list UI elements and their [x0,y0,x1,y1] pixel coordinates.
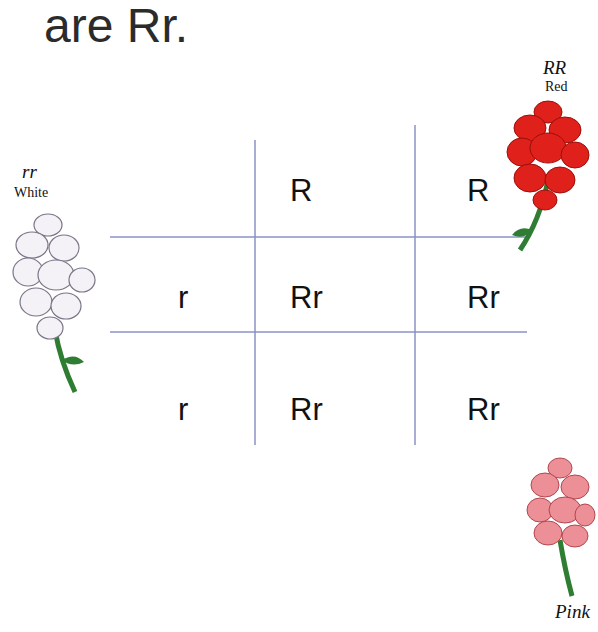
genotype-label: RR [543,58,566,77]
table-cell: Rr [290,394,323,425]
red-flower [507,101,589,250]
phenotype-label: Red [545,80,568,94]
table-cell: Rr [467,394,500,425]
pink-flower [527,458,595,596]
allele-header: R [467,175,489,206]
allele-header: r [178,282,188,313]
table-cell: Rr [290,282,323,313]
allele-header: r [178,394,188,425]
genotype-label: rr [22,162,37,181]
phenotype-label: White [14,186,48,200]
white-flower [13,214,95,392]
slide-title: are Rr. [44,2,188,50]
table-cell: Rr [467,282,500,313]
allele-header: R [290,175,312,206]
phenotype-label: Pink [555,602,590,621]
grid-lines [110,125,527,445]
